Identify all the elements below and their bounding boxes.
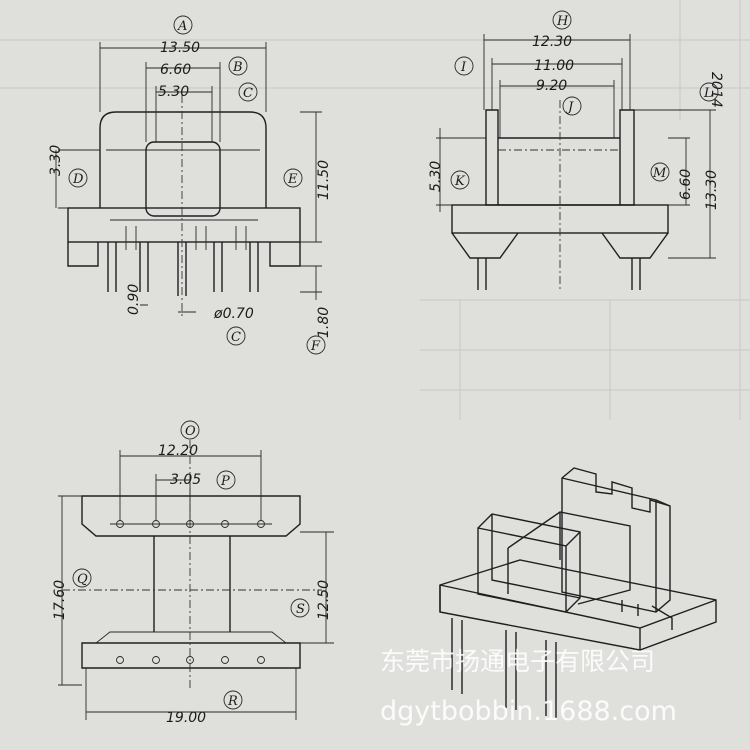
svg-text:C: C (231, 330, 241, 345)
label-R: R (223, 690, 243, 710)
svg-text:P: P (220, 474, 230, 489)
svg-text:H: H (556, 14, 569, 29)
label-D: D (68, 168, 88, 188)
background-grid (0, 0, 750, 420)
dim-P-value: 3.05 (170, 472, 201, 488)
pin-holes (116, 520, 265, 664)
svg-text:E: E (287, 172, 298, 187)
svg-text:D: D (72, 172, 84, 187)
bottom-view (58, 440, 334, 720)
label-P: P (216, 470, 236, 490)
svg-text:K: K (454, 174, 466, 189)
label-C: C (238, 82, 258, 102)
dim-A-value: 13.50 (160, 40, 200, 56)
dim-pin-diameter-value: ø0.70 (213, 306, 254, 322)
svg-text:F: F (310, 339, 321, 354)
label-A: A (173, 15, 193, 35)
label-H: H (552, 10, 572, 30)
label-I: I (454, 56, 474, 76)
corner-text: 2014 (708, 72, 724, 108)
svg-text:M: M (652, 166, 667, 181)
label-E: E (283, 168, 303, 188)
dim-C-value: 5.30 (158, 84, 189, 100)
svg-text:B: B (232, 60, 243, 75)
label-K: K (450, 170, 470, 190)
label-J: J (562, 96, 582, 116)
isometric-view (439, 467, 717, 718)
dim-R-value: 19.00 (166, 710, 206, 726)
dim-M-value: 6.60 (678, 169, 694, 200)
label-S: S (290, 598, 310, 618)
svg-text:R: R (227, 694, 238, 709)
svg-text:I: I (460, 60, 467, 75)
label-M: M (650, 162, 670, 182)
dim-O-value: 12.20 (158, 443, 198, 459)
dim-Q-value: 17.60 (52, 580, 68, 620)
svg-text:J: J (565, 100, 574, 115)
svg-text:O: O (185, 424, 196, 439)
dim-I-value: 11.00 (534, 58, 574, 74)
dim-L-value: 13.30 (704, 170, 720, 210)
dim-J-value: 9.20 (536, 78, 567, 94)
watermark-url: dgytbobbin.1688.com (380, 696, 677, 727)
svg-text:Q: Q (77, 572, 88, 587)
label-B: B (228, 56, 248, 76)
label-L: L (699, 82, 719, 102)
side-view (436, 34, 716, 290)
dim-D-value: 3.30 (48, 145, 64, 176)
label-O: O (180, 420, 200, 440)
svg-text:S: S (296, 602, 305, 617)
dim-pin-pitch-value: 0.90 (126, 284, 142, 315)
label-Q: Q (72, 568, 92, 588)
svg-text:C: C (243, 86, 253, 101)
dim-E-value: 11.50 (316, 160, 332, 200)
label-F: F (306, 335, 326, 355)
front-view (55, 42, 322, 318)
dim-H-value: 12.30 (532, 34, 572, 50)
label-C-pin: C (226, 326, 246, 346)
dim-S-value: 12.50 (316, 580, 332, 620)
dim-F-value: 1.80 (316, 307, 332, 338)
watermark-company: 东莞市扬通电子有限公司 (380, 647, 655, 676)
dim-B-value: 6.60 (160, 62, 191, 78)
dim-K-value: 5.30 (428, 161, 444, 192)
svg-text:A: A (177, 19, 187, 34)
svg-text:L: L (703, 86, 713, 101)
